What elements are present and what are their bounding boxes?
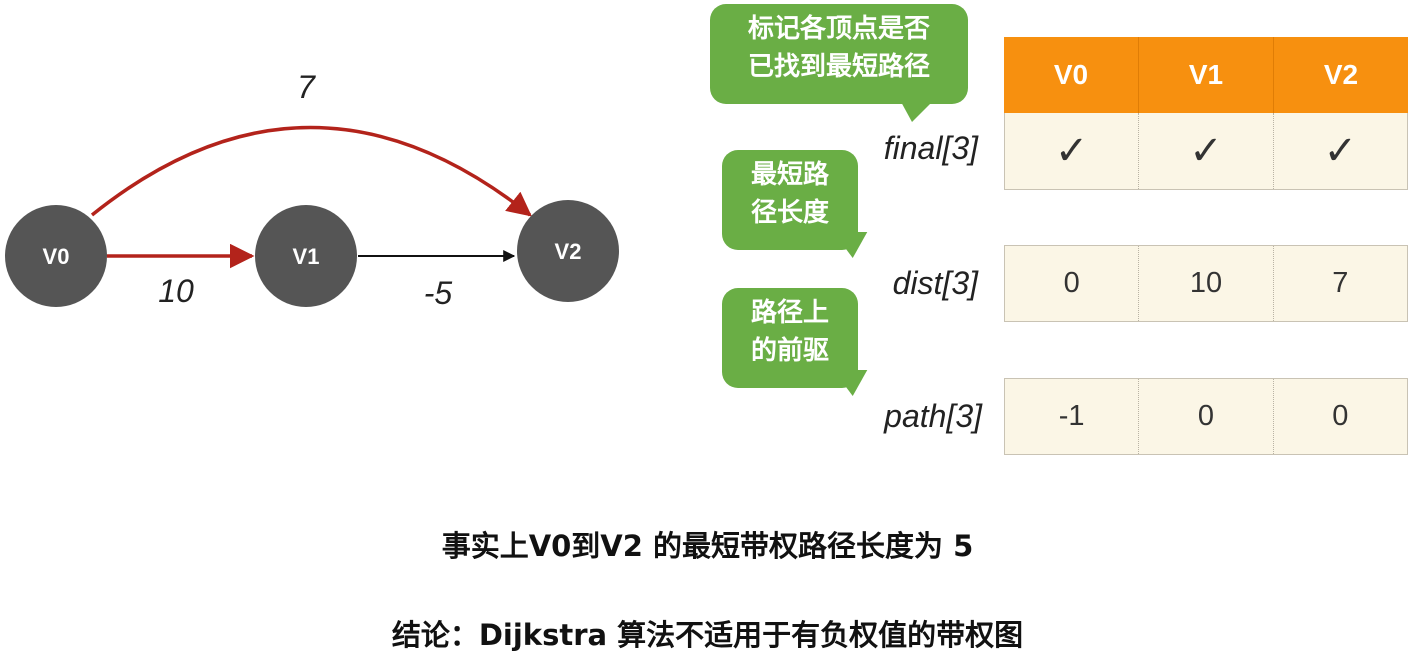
row-label-final: final[3] [883, 130, 978, 166]
bubble-final-explanation: 标记各顶点是否 已找到最短路径 [710, 4, 968, 104]
dist-cell-v2: 7 [1272, 246, 1407, 321]
bubble-dist-tail [833, 232, 877, 258]
edge-weight-v1-v2: -5 [424, 275, 453, 311]
edge-weight-v0-v2: 7 [297, 69, 316, 105]
path-cell-v1: 0 [1138, 379, 1272, 454]
bubble-final-line-2: 已找到最短路径 [747, 52, 930, 82]
node-v2 [517, 200, 619, 302]
final-cell-v1: ✓ [1138, 113, 1272, 189]
bubble-path-tail [833, 370, 877, 396]
node-v1 [255, 205, 357, 307]
node-v0-label: V0 [43, 244, 70, 269]
row-label-path: path[3] [884, 398, 982, 434]
bubble-dist-explanation: 最短路 径长度 [722, 150, 858, 250]
edge-v0-v2 [90, 125, 532, 217]
bubble-path-line-1: 路径上 [750, 298, 829, 328]
bubble-path-explanation: 路径上 的前驱 [722, 288, 858, 388]
edge-weight-v0-v1: 10 [158, 273, 194, 309]
final-cell-v2: ✓ [1272, 113, 1407, 189]
header-cell: V0 [1053, 59, 1089, 90]
caption-fact: 事实上V0到V2 的最短带权路径长度为 5 [441, 529, 974, 563]
node-v0 [5, 205, 107, 307]
node-v2-label: V2 [555, 239, 582, 264]
node-v1-label: V1 [293, 244, 320, 269]
table-header: V0 V1 V2 [1004, 37, 1408, 113]
table-row-dist: 0 10 7 [1004, 245, 1408, 322]
path-cell-v0: -1 [1058, 400, 1085, 432]
table-row-final: ✓ ✓ ✓ [1004, 113, 1408, 190]
table-row-path: -1 0 0 [1004, 378, 1408, 455]
bubble-dist-line-2: 径长度 [750, 198, 829, 228]
bubble-dist-line-1: 最短路 [750, 160, 829, 190]
caption-conclusion: 结论：Dijkstra 算法不适用于有负权值的带权图 [391, 618, 1024, 652]
bubble-path-line-2: 的前驱 [750, 336, 829, 366]
final-cell-v0: ✓ [1054, 128, 1089, 174]
row-label-dist: dist[3] [892, 265, 978, 301]
dist-cell-v0: 0 [1063, 267, 1080, 299]
bubble-final-tail [900, 100, 934, 122]
bubble-final-line-1: 标记各顶点是否 [747, 14, 930, 44]
path-cell-v2: 0 [1272, 379, 1407, 454]
graph-diagram: V0 V1 V2 7 10 -5 [5, 69, 619, 311]
header-cell: V1 [1138, 37, 1273, 113]
header-cell: V2 [1273, 37, 1408, 113]
dist-cell-v1: 10 [1138, 246, 1272, 321]
